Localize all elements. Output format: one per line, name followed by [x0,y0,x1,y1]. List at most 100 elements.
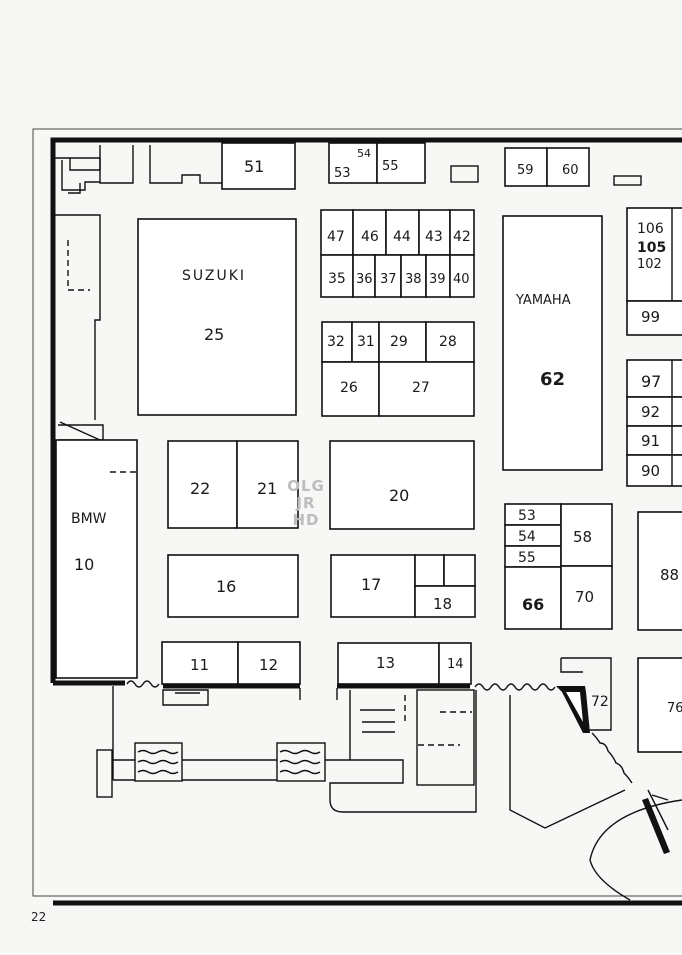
booth-27[interactable] [378,361,475,417]
label-53: 53 [518,508,536,524]
label-27: 27 [412,380,430,396]
label-62: 62 [540,369,565,390]
booth-28[interactable] [425,321,475,363]
booth-88[interactable] [637,511,682,631]
booth-55-top[interactable] [376,142,426,184]
label-59: 59 [517,163,534,178]
label-51: 51 [244,157,264,176]
label-26: 26 [340,380,358,396]
booth-47[interactable] [320,209,354,256]
label-32: 32 [327,334,345,350]
booth-37[interactable] [374,254,402,298]
entrance-marker [556,686,590,733]
label-76: 76 [667,701,682,716]
outdoor-structures [96,686,682,901]
booth-76[interactable] [637,657,682,753]
booth-20[interactable] [329,440,475,530]
booth-block-35-47 [320,209,475,298]
booth-18-upper-left[interactable] [414,554,445,587]
booth-17[interactable] [330,554,416,618]
label-66: 66 [522,595,544,614]
watermark-line-3: HD [292,511,320,529]
label-54: 54 [518,529,536,545]
booth-18[interactable] [414,585,476,618]
label-28: 28 [439,334,457,350]
booth-block-53-70 [504,503,613,630]
label-88: 88 [660,566,679,584]
booth-25-suzuki[interactable] [137,218,297,416]
booth-block-26-32 [321,321,475,417]
label-37: 37 [380,272,397,287]
booth-14[interactable] [438,642,472,685]
small-unit [613,175,642,186]
label-35: 35 [328,271,346,287]
label-70: 70 [575,588,594,606]
watermark-line-2: JR [296,494,316,512]
booth-16[interactable] [167,554,299,618]
page-frame [32,128,682,897]
wave-connector [591,732,633,784]
booth-92[interactable] [626,396,682,427]
booth-26[interactable] [321,361,380,417]
label-14: 14 [447,657,464,672]
booth-labels: 51 53 54 55 59 60 SUZUKI 25 47 46 44 43 … [71,147,682,716]
label-105: 105 [637,240,666,256]
label-11: 11 [190,656,209,674]
label-58: 58 [573,528,592,546]
label-106: 106 [637,221,664,237]
label-55: 55 [518,550,536,566]
booth-58[interactable] [560,503,613,567]
booth-70[interactable] [560,565,613,630]
booth-90[interactable] [626,454,682,487]
booth-99[interactable] [626,300,682,336]
label-55-top: 55 [382,159,399,174]
booth-21[interactable] [236,440,299,529]
booth-106-102[interactable] [626,207,682,302]
label-22: 22 [190,479,210,498]
booth-13[interactable] [337,642,440,685]
booth-10-bmw[interactable] [55,439,138,679]
label-10: 10 [74,555,94,574]
label-60: 60 [562,163,579,178]
label-44: 44 [393,229,411,245]
label-18: 18 [433,595,452,613]
booth-22[interactable] [167,440,238,529]
booth-62-yamaha[interactable] [502,215,603,471]
booth-18-upper-right[interactable] [443,554,476,587]
small-unit [450,165,479,183]
page-number: 22 [31,910,47,924]
label-29: 29 [390,334,408,350]
label-53-top: 53 [334,166,351,181]
booth-53-top[interactable] [328,142,378,184]
label-13: 13 [376,654,395,672]
label-39: 39 [429,272,446,287]
booth-59[interactable] [504,147,548,187]
booth-72-outline [561,657,612,731]
booth-44[interactable] [385,209,420,256]
label-43: 43 [425,229,443,245]
booth-38[interactable] [400,254,427,298]
label-21: 21 [257,479,277,498]
label-12: 12 [259,656,278,674]
hall-walls [50,137,682,906]
watermark-logo: OLG JR HD [272,478,340,548]
booth-39[interactable] [425,254,451,298]
booth-40[interactable] [449,254,475,298]
label-54-top: 54 [357,147,371,160]
label-suzuki: SUZUKI [182,268,246,284]
label-90: 90 [641,462,660,480]
label-72: 72 [591,694,609,710]
label-25: 25 [204,325,224,344]
booth-91[interactable] [626,425,682,456]
label-99: 99 [641,308,660,326]
label-42: 42 [453,229,471,245]
label-97: 97 [641,372,661,391]
booth-12[interactable] [237,641,301,685]
booth-31[interactable] [351,321,380,363]
booth-11[interactable] [161,641,239,685]
label-31: 31 [357,334,375,350]
booth-60[interactable] [546,147,590,187]
booth-51[interactable] [221,142,296,190]
wave-connector [474,683,556,691]
